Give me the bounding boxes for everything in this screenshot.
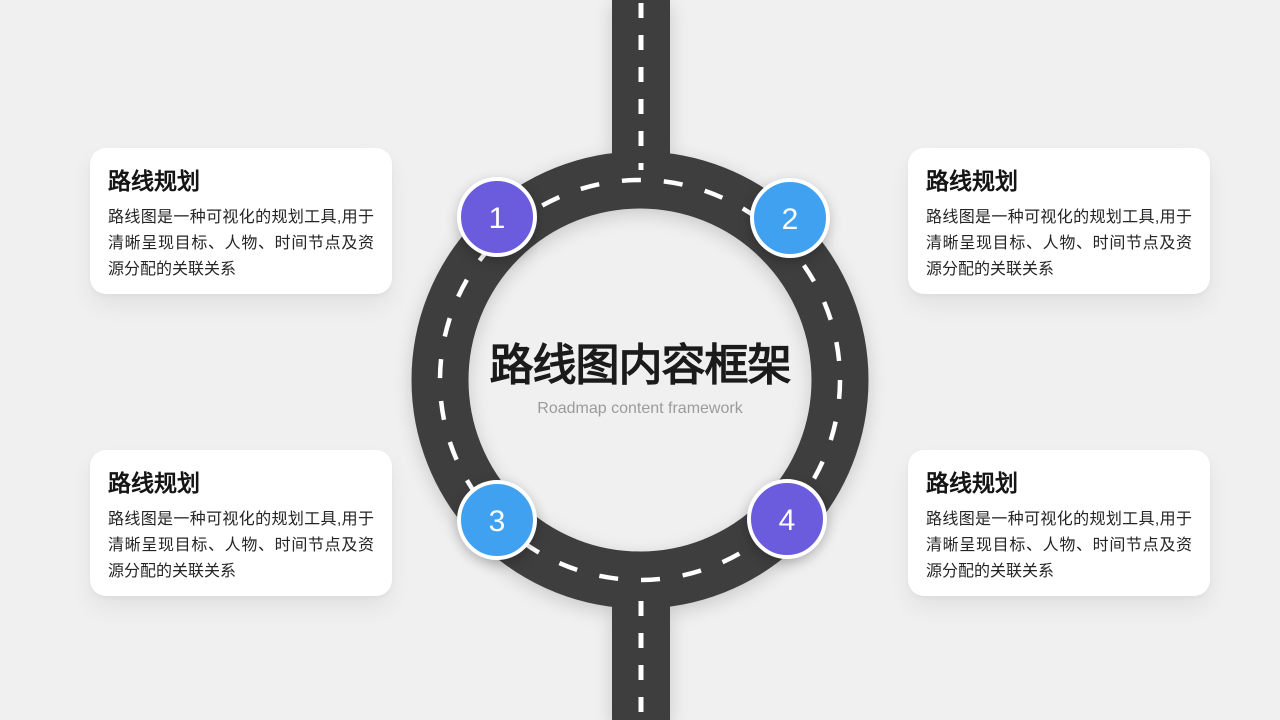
milestone-number: 1	[489, 202, 506, 235]
milestone-badge-2: 2	[750, 178, 830, 258]
milestone-circle-icon	[747, 479, 827, 559]
center-label: 路线图内容框架 Roadmap content framework	[0, 341, 1280, 418]
milestone-circle-icon	[457, 177, 537, 257]
milestone-circle-icon	[750, 178, 830, 258]
card-title: 路线规划	[926, 470, 1018, 496]
card-body: 路线图是一种可视化的规划工具,用于清晰呈现目标、人物、时间节点及资源分配的关联关…	[926, 510, 1192, 580]
ring-road-dash-line	[437, 177, 843, 583]
milestone-badge-3: 3	[457, 480, 537, 560]
milestone-circle-icon	[457, 480, 537, 560]
card-title: 路线规划	[926, 168, 1018, 194]
card-body: 路线图是一种可视化的规划工具,用于清晰呈现目标、人物、时间节点及资源分配的关联关…	[108, 510, 374, 580]
milestone-number: 3	[489, 505, 506, 538]
card-title: 路线规划	[108, 168, 200, 194]
card-bottom-right: 路线规划 路线图是一种可视化的规划工具,用于清晰呈现目标、人物、时间节点及资源分…	[908, 450, 1210, 596]
milestone-number: 2	[782, 203, 799, 236]
milestone-badge-1: 1	[457, 177, 537, 257]
card-bottom-left: 路线规划 路线图是一种可视化的规划工具,用于清晰呈现目标、人物、时间节点及资源分…	[90, 450, 392, 596]
card-body: 路线图是一种可视化的规划工具,用于清晰呈现目标、人物、时间节点及资源分配的关联关…	[926, 208, 1192, 278]
card-body: 路线图是一种可视化的规划工具,用于清晰呈现目标、人物、时间节点及资源分配的关联关…	[108, 208, 374, 278]
card-top-right: 路线规划 路线图是一种可视化的规划工具,用于清晰呈现目标、人物、时间节点及资源分…	[908, 148, 1210, 294]
card-title: 路线规划	[108, 470, 200, 496]
milestone-number: 4	[779, 504, 796, 537]
card-top-left: 路线规划 路线图是一种可视化的规划工具,用于清晰呈现目标、人物、时间节点及资源分…	[90, 148, 392, 294]
milestone-badge-4: 4	[747, 479, 827, 559]
slide-subtitle: Roadmap content framework	[537, 399, 743, 417]
slide-title: 路线图内容框架	[489, 341, 792, 390]
